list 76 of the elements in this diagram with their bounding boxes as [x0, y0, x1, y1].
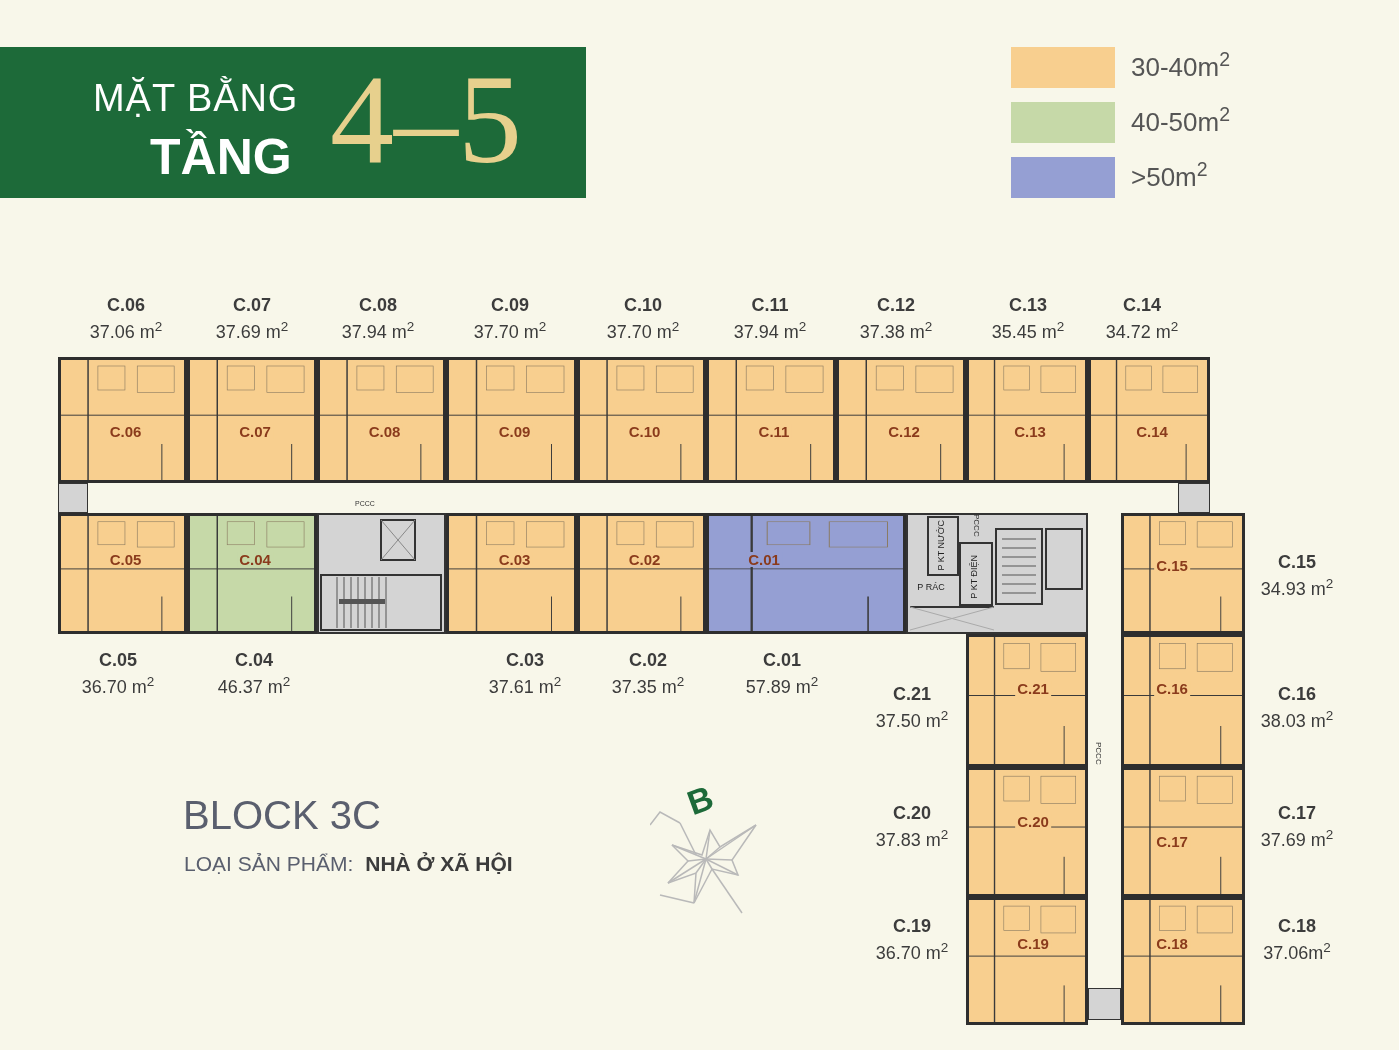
unit-area: 37.70 m$^{2}$: [606, 320, 680, 343]
legend-text: 40-50m$^{2}$: [1131, 103, 1230, 139]
unit-label: C.05: [107, 552, 144, 567]
room-label: P KT ĐIỆN: [969, 555, 979, 599]
unit-area: 37.35 m$^{2}$: [611, 675, 685, 698]
unit-area: 37.94 m$^{2}$: [733, 320, 807, 343]
unit-area: 38.03 m$^{2}$: [1260, 709, 1334, 732]
unit-label: C.13: [1012, 424, 1048, 439]
unit-number: C.13: [1009, 294, 1047, 317]
pccc-label: PCCC: [1094, 742, 1102, 765]
unit-area: 37.38 m$^{2}$: [859, 320, 933, 343]
unit-number: C.05: [99, 649, 137, 672]
unit-area: 57.89 m$^{2}$: [745, 675, 819, 698]
unit-label: C.12: [886, 424, 922, 439]
legend-text: >50m$^{2}$: [1131, 158, 1208, 194]
unit-number: C.06: [107, 294, 145, 317]
unit-label: C.09: [496, 424, 533, 439]
unit-label: C.14: [1134, 424, 1170, 439]
unit-number: C.14: [1123, 294, 1161, 317]
unit-area: 36.70 m$^{2}$: [875, 941, 949, 964]
unit-label: C.08: [366, 424, 403, 439]
floor-number: 4–5: [330, 55, 522, 183]
unit-label: C.15: [1154, 558, 1190, 573]
product-type-label: LOẠI SẢN PHẨM:: [184, 851, 354, 877]
unit-label: C.21: [1015, 681, 1051, 696]
unit-area: 46.37 m$^{2}$: [217, 675, 291, 698]
unit-label: C.01: [746, 552, 782, 567]
unit-label: C.19: [1015, 936, 1051, 951]
unit-area: 37.61 m$^{2}$: [488, 675, 562, 698]
legend-text: 30-40m$^{2}$: [1131, 48, 1230, 84]
unit-area: 35.45 m$^{2}$: [991, 320, 1065, 343]
unit-number: C.03: [506, 649, 544, 672]
pccc-label: PCCC: [972, 514, 980, 537]
unit-number: C.04: [235, 649, 273, 672]
room-label: P RÁC: [917, 582, 945, 592]
unit-label: C.16: [1154, 681, 1190, 696]
unit-label: C.06: [107, 424, 144, 439]
block-title: BLOCK 3C: [183, 795, 381, 835]
unit-number: C.21: [893, 683, 931, 706]
unit-label: C.20: [1015, 814, 1051, 829]
block-letter: B: [682, 779, 718, 821]
unit-number: C.01: [763, 649, 801, 672]
unit-label: C.04: [237, 552, 273, 567]
unit-number: C.15: [1278, 551, 1316, 574]
unit-area: 36.70 m$^{2}$: [81, 675, 155, 698]
unit-area: 37.06m$^{2}$: [1263, 941, 1331, 964]
unit-area: 37.70 m$^{2}$: [473, 320, 547, 343]
unit-area: 37.50 m$^{2}$: [875, 709, 949, 732]
unit-number: C.20: [893, 802, 931, 825]
unit-number: C.02: [629, 649, 667, 672]
unit-area: 37.06 m$^{2}$: [89, 320, 163, 343]
unit-label: C.03: [496, 552, 533, 567]
unit-number: C.19: [893, 915, 931, 938]
unit-number: C.17: [1278, 802, 1316, 825]
unit-number: C.18: [1278, 915, 1316, 938]
unit-area: 34.93 m$^{2}$: [1260, 577, 1334, 600]
unit-number: C.08: [359, 294, 397, 317]
unit-label: C.10: [626, 424, 663, 439]
unit-area: 37.83 m$^{2}$: [875, 828, 949, 851]
unit-label: C.07: [237, 424, 273, 439]
product-type-value: NHÀ Ở XÃ HỘI: [365, 851, 513, 877]
unit-area: 34.72 m$^{2}$: [1105, 320, 1179, 343]
unit-number: C.12: [877, 294, 915, 317]
unit-label: C.17: [1154, 834, 1190, 849]
unit-area: 37.69 m$^{2}$: [1260, 828, 1334, 851]
unit-number: C.10: [624, 294, 662, 317]
unit-label: C.02: [626, 552, 663, 567]
room-label: P KT NƯỚC: [936, 519, 946, 571]
unit-number: C.11: [751, 294, 789, 317]
unit-number: C.07: [233, 294, 271, 317]
unit-area: 37.94 m$^{2}$: [341, 320, 415, 343]
unit-number: C.09: [491, 294, 529, 317]
unit-area: 37.69 m$^{2}$: [215, 320, 289, 343]
unit-label: C.11: [756, 424, 792, 439]
unit-number: C.16: [1278, 683, 1316, 706]
unit-label: C.18: [1154, 936, 1190, 951]
